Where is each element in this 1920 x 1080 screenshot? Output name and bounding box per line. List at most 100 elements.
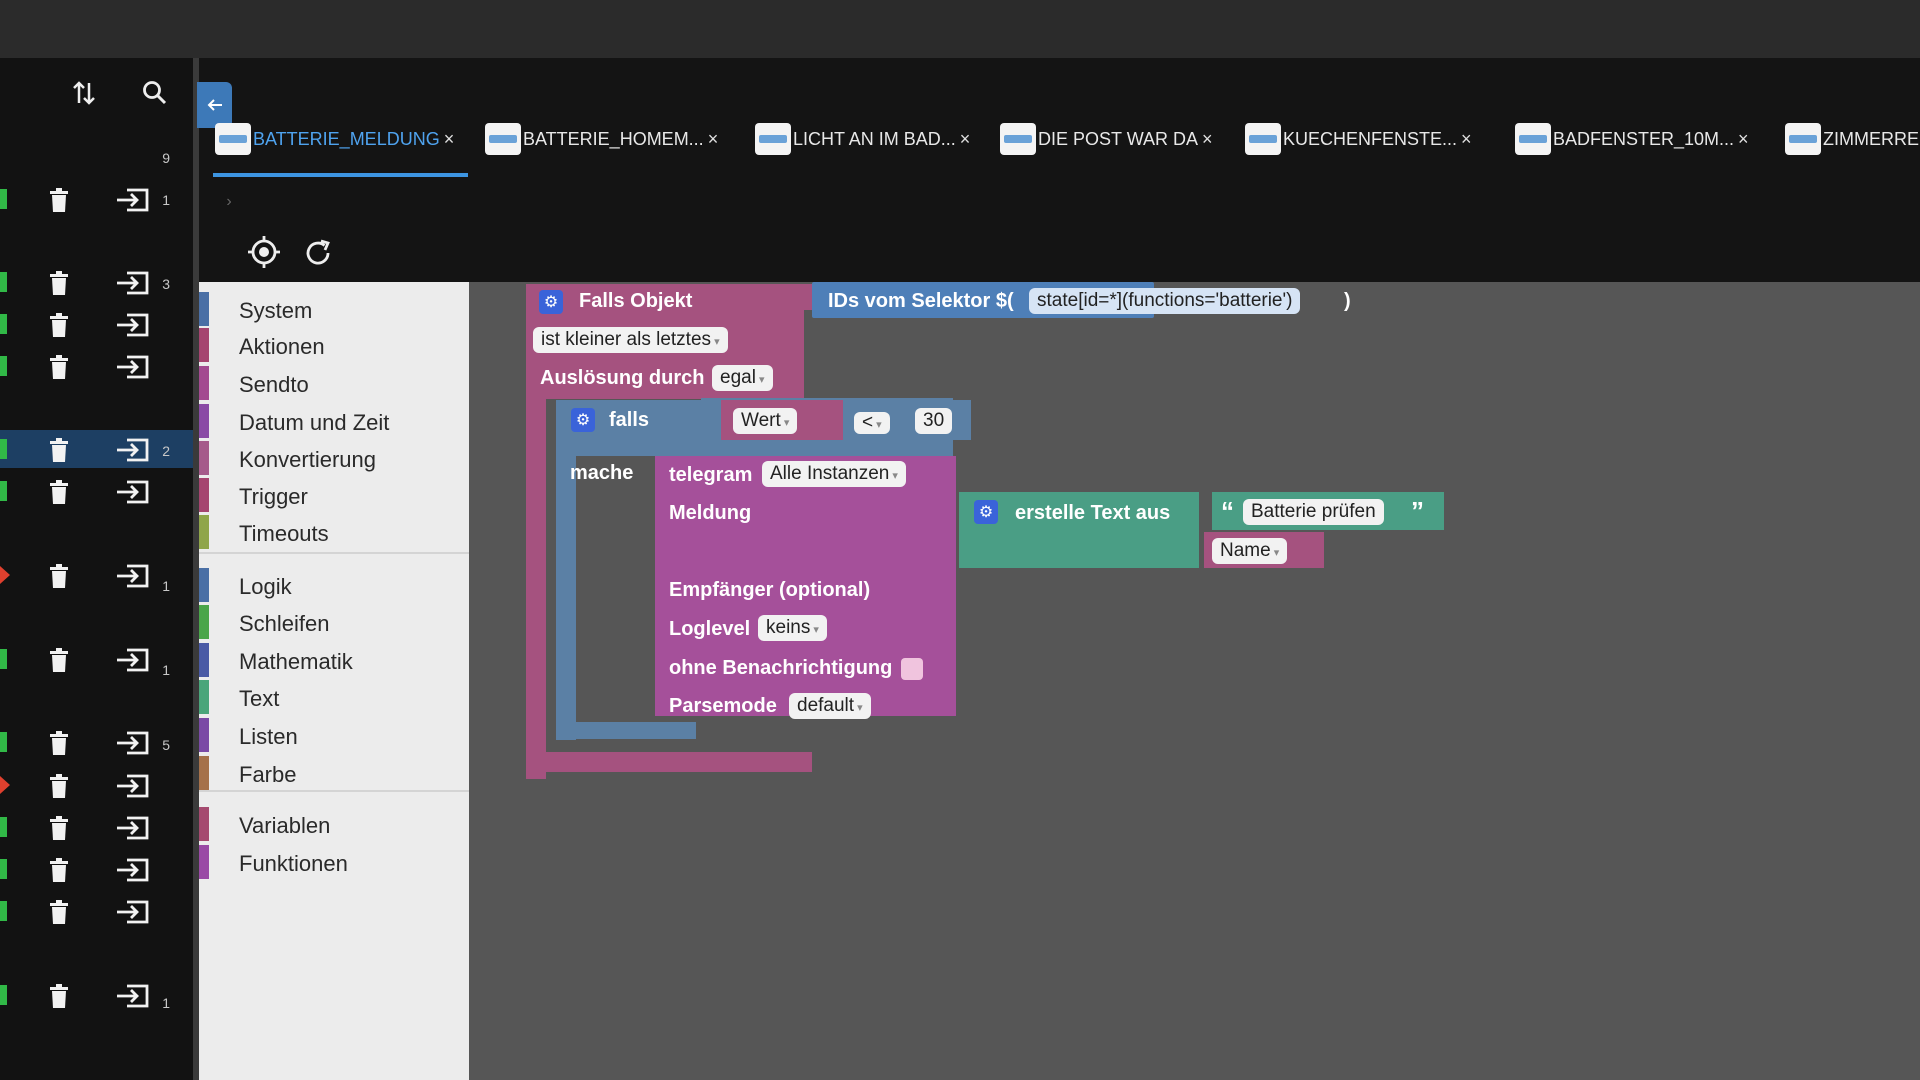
export-icon[interactable] [113,729,151,757]
text-variable-dropdown[interactable]: Name [1212,538,1288,564]
script-row[interactable] [0,892,193,930]
toolbox-category[interactable]: Timeouts [199,515,469,549]
tab[interactable]: ZIMMERRE [1785,120,1919,158]
export-icon[interactable] [113,353,151,381]
script-row[interactable] [0,850,193,888]
export-icon[interactable] [113,646,151,674]
trash-icon[interactable] [46,815,72,841]
selector-value-field[interactable]: state[id=*](functions='batterie') [1029,288,1301,314]
trash-icon[interactable] [46,479,72,505]
close-tab-icon[interactable]: × [1202,128,1213,149]
trash-icon[interactable] [46,899,72,925]
trigger-dropdown[interactable]: egal [712,365,773,391]
script-row[interactable] [0,430,193,468]
trash-icon[interactable] [46,647,72,673]
toolbox-category[interactable]: Logik [199,568,469,602]
close-tab-icon[interactable]: × [959,128,971,149]
if-variable-dropdown[interactable]: Wert [733,408,798,434]
script-row[interactable] [0,305,193,343]
export-icon[interactable] [113,436,151,464]
trash-icon[interactable] [46,187,72,213]
script-row[interactable] [0,640,193,678]
script-row[interactable] [0,808,193,846]
silent-checkbox[interactable] [901,658,923,680]
script-row[interactable] [0,556,193,594]
trash-icon[interactable] [46,857,72,883]
text-join-gear-icon[interactable]: ⚙ [974,500,998,524]
tab-label: DIE POST WAR DA [1038,128,1199,149]
script-icon [1245,123,1281,155]
toolbox-category[interactable]: Variablen [199,807,469,841]
tab[interactable]: LICHT AN IM BAD...× [755,120,970,158]
falls-objekt-gear-icon[interactable]: ⚙ [539,290,563,314]
close-tab-icon[interactable]: × [707,128,719,149]
export-icon[interactable] [113,772,151,800]
script-row[interactable] [0,180,193,218]
export-icon[interactable] [113,898,151,926]
script-row[interactable] [0,976,193,1014]
trash-icon[interactable] [46,983,72,1009]
text-string-field[interactable]: Batterie prüfen [1243,499,1384,525]
loglevel-dropdown[interactable]: keins [758,615,827,641]
search-icon[interactable] [138,76,172,110]
tab[interactable]: DIE POST WAR DA× [1000,120,1213,158]
close-tab-icon[interactable]: × [443,128,455,149]
export-icon[interactable] [113,814,151,842]
toolbox-category[interactable]: System [199,292,469,326]
trash-icon[interactable] [46,270,72,296]
if-operator-dropdown[interactable]: < [854,412,890,434]
trash-icon[interactable] [46,773,72,799]
script-row[interactable] [0,766,193,804]
export-icon[interactable] [113,478,151,506]
crosshair-icon[interactable] [245,233,283,271]
parsemode-dropdown[interactable]: default [789,693,871,719]
collapse-panel-button[interactable] [197,82,232,128]
close-tab-icon[interactable]: × [1738,128,1749,149]
telegram-instance-dropdown[interactable]: Alle Instanzen [762,461,906,487]
export-icon[interactable] [113,269,151,297]
script-row[interactable] [0,347,193,385]
toolbox-category[interactable]: Trigger [199,478,469,512]
script-row[interactable] [0,472,193,510]
if-number-field[interactable]: 30 [915,408,953,434]
toolbox-category[interactable]: Sendto [199,366,469,400]
category-color-stripe [199,328,209,362]
toolbox-category[interactable]: Farbe [199,756,469,790]
panel-splitter[interactable] [193,58,199,1080]
toolbox-category[interactable]: Datum und Zeit [199,404,469,438]
blockly-workspace[interactable]: ⚙ Falls Objekt IDs vom Selektor $( state… [469,282,1920,1080]
category-color-stripe [199,756,209,790]
export-icon[interactable] [113,856,151,884]
tab[interactable]: BADFENSTER_10M...× [1515,120,1749,158]
close-tab-icon[interactable]: × [1461,128,1472,149]
toolbox-category[interactable]: Text [199,680,469,714]
export-icon[interactable] [113,982,151,1010]
sort-arrows-icon[interactable] [68,76,100,110]
toolbox-category[interactable]: Funktionen [199,845,469,879]
telegram-label: telegram [669,464,753,486]
toolbox-category[interactable]: Mathematik [199,643,469,677]
export-icon[interactable] [113,311,151,339]
toolbox-category[interactable]: Listen [199,718,469,752]
script-row[interactable] [0,263,193,301]
selector-label: IDs vom Selektor $( [828,290,1014,312]
refresh-icon[interactable] [300,235,336,271]
trash-icon[interactable] [46,312,72,338]
tab[interactable]: BATTERIE_MELDUNG× [215,120,454,158]
trash-icon[interactable] [46,437,72,463]
export-icon[interactable] [113,562,151,590]
trash-icon[interactable] [46,730,72,756]
toolbox-category[interactable]: Konvertierung [199,441,469,475]
export-icon[interactable] [113,186,151,214]
status-indicator [0,481,7,501]
condition-dropdown[interactable]: ist kleiner als letztes [533,327,728,353]
folder-count: 1 [162,662,170,678]
trash-icon[interactable] [46,354,72,380]
toolbox-category[interactable]: Schleifen [199,605,469,639]
tab[interactable]: BATTERIE_HOMEM...× [485,120,718,158]
trash-icon[interactable] [46,563,72,589]
falls-gear-icon[interactable]: ⚙ [571,408,595,432]
tab[interactable]: KUECHENFENSTE...× [1245,120,1472,158]
toolbox-category[interactable]: Aktionen [199,328,469,362]
script-row[interactable] [0,723,193,761]
